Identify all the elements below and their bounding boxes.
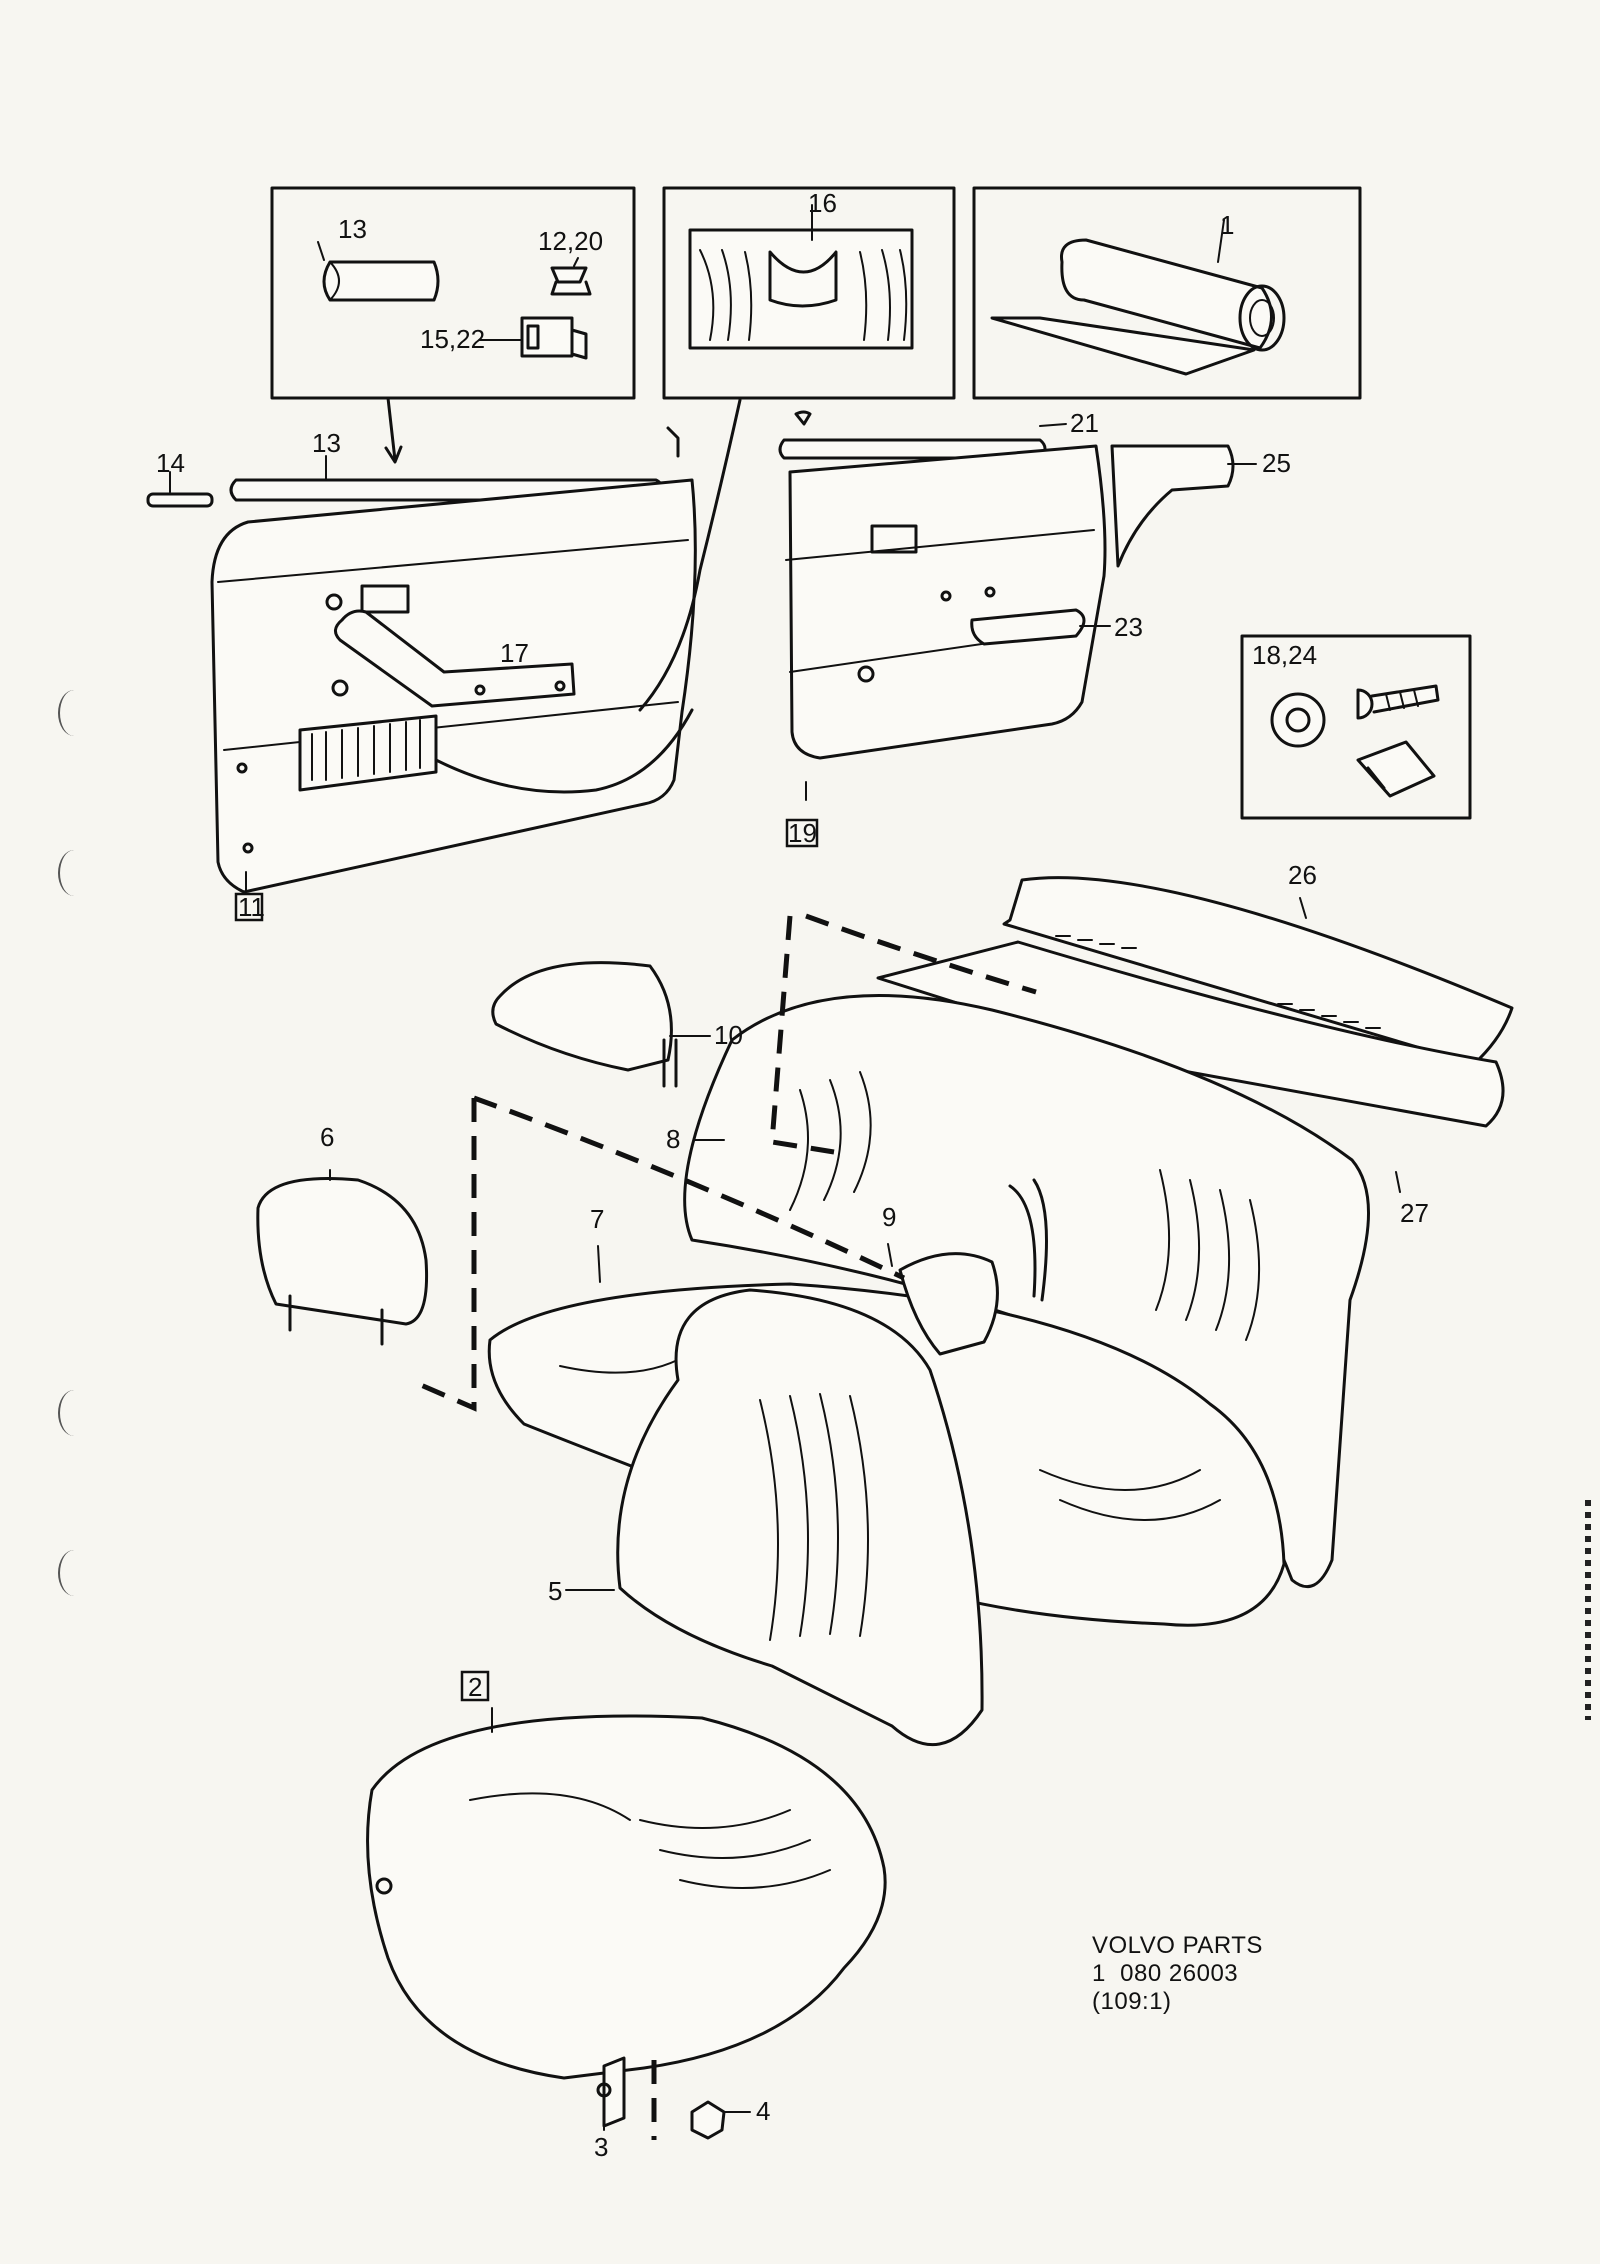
insulation-sheet [990,316,1256,376]
headrest-6 [256,1177,429,1326]
fasteners-4-3 [603,2100,751,2140]
callout-18-24: 18,24 [1252,640,1317,670]
front-backrest [565,1288,984,1747]
center-armrest [887,1243,999,1356]
plug-part [1270,692,1326,748]
callout-11-box [234,892,264,922]
callout-27: 27 [1400,1198,1429,1228]
footer-catalog-number: 1 080 26003 [1092,1960,1239,1987]
callout-5: 5 [548,1576,562,1606]
backrest-5 [616,1288,984,1747]
callout-3: 3 [594,2132,608,2162]
callout-25: 25 [1262,448,1291,478]
trim-25 [1110,444,1235,568]
rear-backrest [683,993,1370,1589]
callout-1: 1 [1220,210,1234,240]
screw-part [1356,684,1440,720]
callout-10: 10 [714,1020,743,1050]
shelf-26 [1002,876,1514,1066]
clip-18-part [1356,740,1436,798]
catalog-reference: VOLVO PARTS 1 080 26003 (109:1) [1092,1932,1263,2016]
callout-21: 21 [1070,408,1099,438]
armrest-23 [970,608,1086,646]
armrest-17 [334,609,576,708]
binder-hole [58,690,90,736]
callout-2-box [460,1670,490,1702]
clip-part [550,266,592,296]
callout-14: 14 [156,448,185,478]
headrest-10 [491,961,673,1072]
binder-hole [58,1390,90,1436]
callout-8: 8 [666,1124,680,1154]
callout-16: 16 [808,188,837,218]
map-pocket-part [688,228,914,350]
headrests [256,961,711,1346]
trim-strip-part [322,260,440,302]
callout-13-inset: 13 [338,214,367,244]
callout-26: 26 [1288,860,1317,890]
inset-box-pocket [662,186,956,400]
binder-hole [58,1550,90,1596]
retainer-part [520,316,588,360]
nut-4 [690,2100,726,2140]
door-trim-rear [788,444,1107,760]
front-door-panel [146,398,742,894]
footer-brand: VOLVO PARTS [1092,1932,1263,1959]
callout-17: 17 [500,638,529,668]
insulation-roll [1060,238,1273,350]
callout-4: 4 [756,2096,770,2126]
cushion-2 [366,1714,887,2080]
callout-9: 9 [882,1202,896,1232]
shelf-27 [876,940,1505,1128]
callout-19-box [785,818,819,848]
callout-19: 19 [788,818,817,848]
inset-box-clips [270,186,636,464]
seat-bracket [602,2056,626,2128]
binder-hole [58,850,90,896]
callout-2: 2 [468,1672,482,1702]
rear-door-panel [778,410,1257,801]
inset-box-roll [972,186,1362,400]
inset-box-fasteners [1240,634,1472,820]
callout-12-20: 12,20 [538,226,603,256]
callout-23: 23 [1114,612,1143,642]
front-cushion [366,1707,887,2128]
assembly-dashes [413,913,1037,2140]
callout-6: 6 [320,1122,334,1152]
footer-page-ref: (109:1) [1092,1988,1172,2015]
callout-15-22: 15,22 [420,324,485,354]
strip-14 [146,492,214,508]
parcel-shelf [876,876,1514,1193]
callout-7: 7 [590,1204,604,1234]
armrest-9 [898,1252,999,1356]
callout-13: 13 [312,428,341,458]
callout-11: 11 [238,892,265,922]
door-pocket-front [298,714,438,792]
